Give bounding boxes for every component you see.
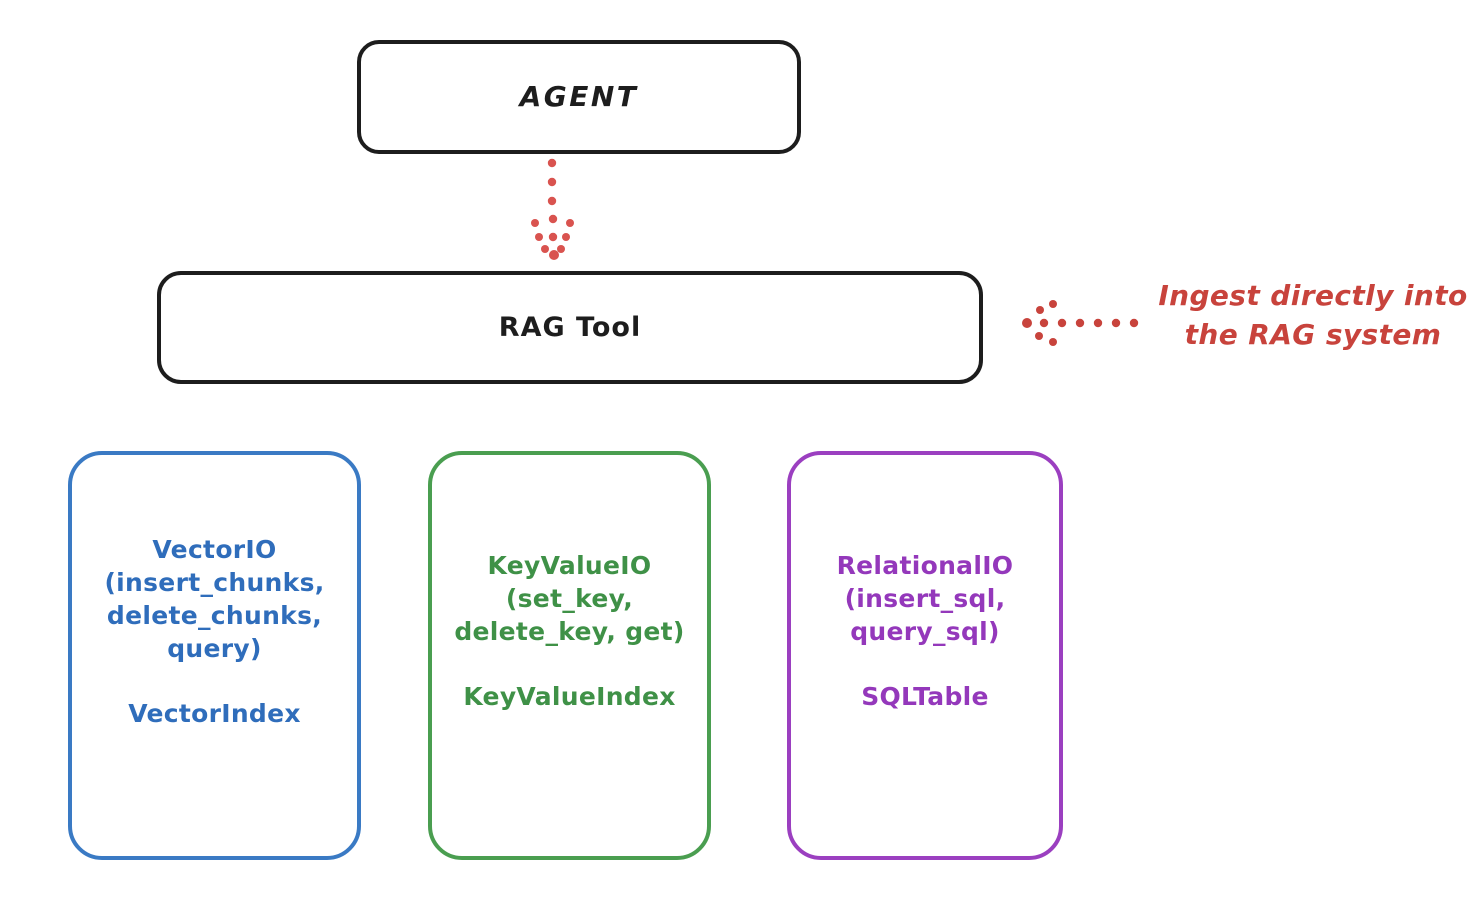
node-relational-io-content: RelationalIO (insert_sql, query_sql) SQL…: [837, 549, 1014, 711]
dotted-left-arrow-icon: [1022, 300, 1139, 346]
node-relational-io[interactable]: RelationalIO (insert_sql, query_sql) SQL…: [787, 451, 1063, 860]
annotation-ingest: Ingest directly into the RAG system: [1158, 279, 1468, 352]
dotted-down-arrow-icon: [531, 158, 574, 260]
connector-ingest-arrow: [1018, 296, 1148, 350]
node-vector-io-index: VectorIndex: [128, 699, 301, 728]
node-vector-io[interactable]: VectorIO (insert_chunks, delete_chunks, …: [68, 451, 361, 860]
connector-agent-to-rag-tool: [500, 155, 610, 275]
node-rag-tool[interactable]: RAG Tool: [157, 271, 983, 384]
node-key-value-io-label: KeyValueIO (set_key, delete_key, get): [454, 551, 685, 646]
node-key-value-io[interactable]: KeyValueIO (set_key, delete_key, get) Ke…: [428, 451, 711, 860]
node-agent[interactable]: AGENT: [357, 40, 801, 154]
node-key-value-io-index: KeyValueIndex: [463, 682, 676, 711]
node-relational-io-label: RelationalIO (insert_sql, query_sql): [836, 551, 1014, 646]
node-key-value-io-content: KeyValueIO (set_key, delete_key, get) Ke…: [454, 549, 684, 711]
node-rag-tool-label: RAG Tool: [498, 311, 642, 343]
node-vector-io-label: VectorIO (insert_chunks, delete_chunks, …: [104, 535, 325, 663]
node-relational-io-index: SQLTable: [861, 682, 989, 711]
node-vector-io-content: VectorIO (insert_chunks, delete_chunks, …: [104, 533, 324, 728]
node-agent-label: AGENT: [519, 79, 639, 113]
